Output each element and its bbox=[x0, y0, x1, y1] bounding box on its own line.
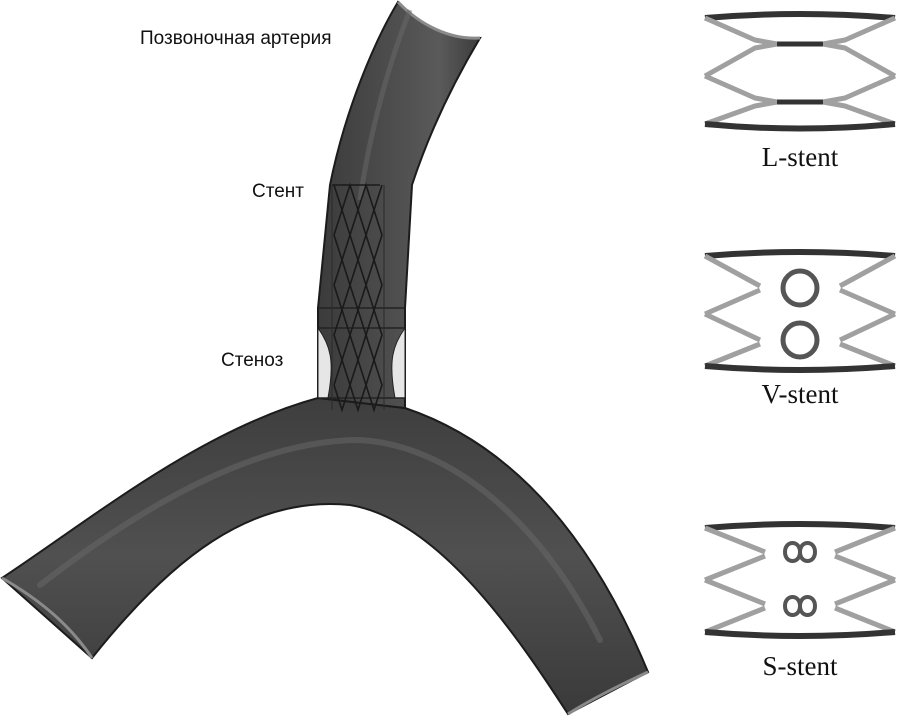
label-stenosis: Стеноз bbox=[221, 350, 283, 372]
label-stent: Стент bbox=[252, 181, 304, 203]
caption-v-stent: V-stent bbox=[705, 379, 895, 410]
caption-l-stent: L-stent bbox=[705, 142, 895, 173]
label-vertebral-artery: Позвоночная артерия bbox=[140, 28, 332, 50]
caption-s-stent: S-stent bbox=[705, 651, 895, 682]
